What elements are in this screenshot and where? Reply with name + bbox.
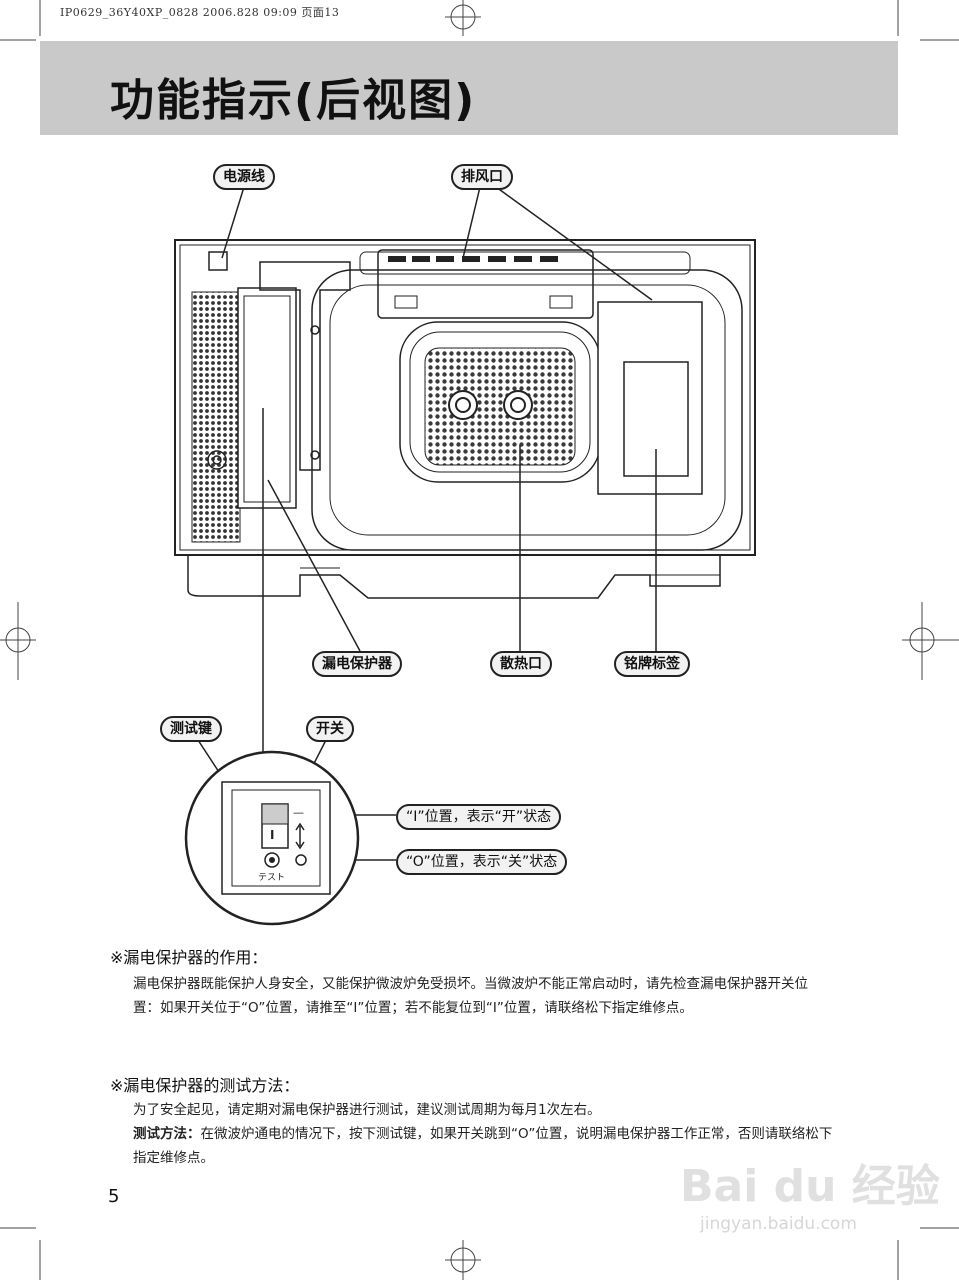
callout-power-cord: 电源线 (213, 164, 275, 190)
switch-detail-magnifier (184, 750, 360, 926)
method-label: 测试方法： (133, 1126, 201, 1142)
callout-test-key: 测试键 (160, 716, 222, 742)
section2-heading: ※漏电保护器的测试方法： (110, 1076, 300, 1095)
section2-line1: 为了安全起见，请定期对漏电保护器进行测试，建议测试周期为每月1次左右。 (133, 1102, 601, 1118)
callout-switch: 开关 (306, 716, 354, 742)
up-down-arrow-icon (295, 822, 305, 850)
watermark-url: jingyan.baidu.com (700, 1214, 857, 1234)
print-header: IP0629_36Y40XP_0828 2006.828 09:09 页面13 (60, 6, 340, 19)
off-position-icon (295, 854, 307, 866)
method-text: 在微波炉通电的情况下，按下测试键，如果开关跳到“O”位置，说明漏电保护器工作正常… (133, 1126, 833, 1166)
heat-vent-grille (424, 347, 576, 466)
on-mark: — (293, 806, 304, 819)
test-label: テスト (258, 873, 286, 883)
section2-method: 测试方法：在微波炉通电的情况下，按下测试键，如果开关跳到“O”位置，说明漏电保护… (133, 1122, 833, 1170)
title-band (40, 41, 898, 135)
callout-heat-vent: 散热口 (490, 651, 552, 677)
section1-body: 漏电保护器既能保护人身安全，又能保护微波炉免受损坏。当微波炉不能正常启动时，请先… (133, 976, 808, 1016)
callout-exhaust: 排风口 (451, 164, 513, 190)
callout-leakage-protector: 漏电保护器 (312, 651, 402, 677)
left-vent (191, 291, 241, 543)
fan-screws (448, 390, 533, 420)
callout-off-state: “O”位置，表示“关”状态 (396, 849, 568, 875)
on-symbol: I (270, 828, 275, 842)
section1-heading: ※漏电保护器的作用： (110, 948, 268, 967)
watermark-logo: Bai du 经验 (680, 1161, 940, 1212)
page-title: 功能指示(后视图) (110, 75, 477, 126)
callout-on-state: “I”位置，表示“开”状态 (396, 804, 562, 830)
leakage-protector-housing (237, 287, 297, 509)
left-bracket (207, 261, 351, 471)
page-number: 5 (108, 1186, 120, 1207)
callout-nameplate: 铭牌标签 (614, 651, 690, 677)
